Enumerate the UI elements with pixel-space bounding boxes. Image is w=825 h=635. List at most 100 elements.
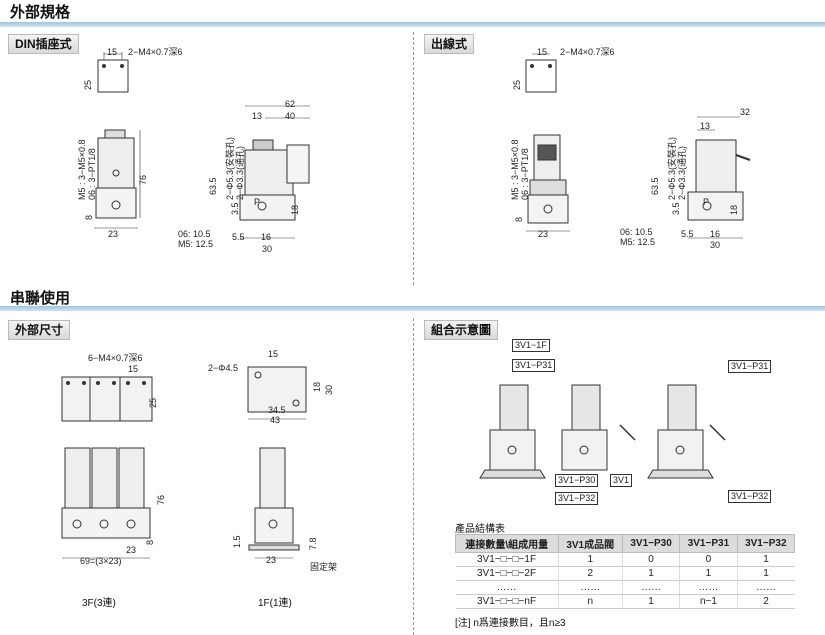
din-top-view xyxy=(97,52,129,93)
outer-height-78: 7.8 xyxy=(308,537,318,550)
wire-width-30: 30 xyxy=(710,240,721,250)
din-port-label-1: M5 : 3−M5×0.8 xyxy=(77,139,87,200)
table-header: 3V1−P32 xyxy=(736,534,796,553)
outer-d45: 2−Φ4.5 xyxy=(208,363,238,373)
din-width-40: 40 xyxy=(285,111,296,121)
din-hole-33: 2−Φ3.3(通孔) xyxy=(235,146,245,200)
wire-top-view xyxy=(525,53,557,93)
table-cell: 3V1−□−□−1F xyxy=(455,552,559,567)
wire-hole-53: 2−Φ5.3(安裝孔) xyxy=(667,137,677,200)
section-title-series: 串聯使用 xyxy=(10,290,71,307)
section-bar-series xyxy=(0,306,825,311)
table-cell: n xyxy=(557,594,623,609)
table-cell: 3V1−□−□−nF xyxy=(455,594,559,609)
din-note-06: 06: 10.5 xyxy=(178,229,211,239)
wire-height-18: 18 xyxy=(729,204,739,215)
tab-outer: 外部尺寸 xyxy=(8,320,71,340)
tab-wire: 出線式 xyxy=(424,34,475,54)
din-width-13: 13 xyxy=(252,111,263,121)
outer-width-23: 23 xyxy=(126,545,137,555)
outer-width-23b: 23 xyxy=(266,555,277,565)
outer-height-18: 18 xyxy=(312,381,322,392)
outer-height-25: 25 xyxy=(148,397,158,408)
outer-height-30: 30 xyxy=(324,384,334,395)
outer-height-15: 1.5 xyxy=(232,535,242,548)
din-width-16: 16 xyxy=(261,232,272,242)
wire-note-m5: M5: 12.5 xyxy=(620,237,656,247)
din-hole-53: 2−Φ5.3(安裝孔) xyxy=(225,137,235,200)
table-row: 3V1−□−□−1F 1 0 0 1 xyxy=(455,552,795,567)
wire-port-label-1: M5 : 3−M5×0.8 xyxy=(510,139,520,200)
din-width-62: 62 xyxy=(285,99,296,109)
wire-port-label-2: 06 : 3−PT1/8 xyxy=(520,148,530,200)
table-cell: 1 xyxy=(557,552,623,567)
table-title: 產品結構表 xyxy=(455,524,505,535)
table-row: …… …… …… …… …… xyxy=(455,580,795,595)
din-spacing-8: 8 xyxy=(84,214,94,220)
din-width-55: 5.5 xyxy=(232,232,245,242)
table-cell: 0 xyxy=(621,552,680,567)
din-note-m5: M5: 12.5 xyxy=(178,239,214,249)
combo-callout-3v1: 3V1 xyxy=(610,474,633,487)
din-front-view xyxy=(94,129,141,229)
wire-width-13: 13 xyxy=(700,121,711,131)
combo-callout-p32a: 3V1−P32 xyxy=(555,492,599,505)
outer-single-top-view xyxy=(247,366,307,420)
wire-spacing-8: 8 xyxy=(514,216,524,222)
combo-callout-p30: 3V1−P30 xyxy=(555,474,599,487)
table-cell: 2 xyxy=(736,594,795,609)
table-cell: 3V1−□−□−2F xyxy=(455,566,559,581)
table-cell: …… xyxy=(621,580,680,595)
wire-width-32: 32 xyxy=(740,107,751,117)
divider-bottom xyxy=(413,318,414,635)
outer-front-1-view xyxy=(248,447,300,559)
tab-din: DIN插座式 xyxy=(8,34,79,54)
outer-caption-1f: 1F(1連) xyxy=(258,598,292,609)
din-port-label-2: 06 : 3−PT1/8 xyxy=(87,148,97,200)
outer-height-76: 76 xyxy=(156,494,166,505)
wire-width-23: 23 xyxy=(538,229,549,239)
combo-illustration xyxy=(479,384,726,479)
table-cell: 1 xyxy=(736,552,795,567)
din-width-23: 23 xyxy=(108,229,119,239)
combo-callout-p32b: 3V1−P32 xyxy=(728,490,772,503)
table-cell: …… xyxy=(679,580,738,595)
wire-height-635: 63.5 xyxy=(650,177,660,195)
din-side-view xyxy=(239,105,310,239)
wire-top-width: 15 xyxy=(537,47,548,57)
table-cell: 0 xyxy=(679,552,738,567)
outer-front-3-view xyxy=(61,447,151,559)
wire-top-height: 25 xyxy=(512,79,522,90)
table-row: 3V1−□−□−2F 2 1 1 1 xyxy=(455,566,795,581)
combo-callout-p31a: 3V1−P31 xyxy=(512,359,556,372)
table-cell: n−1 xyxy=(679,594,738,609)
wire-width-55: 5.5 xyxy=(681,229,694,239)
table-row: 3V1−□−□−nF n 1 n−1 2 xyxy=(455,594,795,609)
table-cell: 1 xyxy=(621,566,680,581)
outer-width-69: 69=(3×23) xyxy=(80,556,122,566)
table-note: [注] n爲連接數目，且n≥3 xyxy=(455,618,566,629)
wire-note-06: 06: 10.5 xyxy=(620,227,653,237)
table-cell: 2 xyxy=(557,566,623,581)
combo-callout-1f: 3V1−1F xyxy=(512,339,550,352)
outer-spacing-8: 8 xyxy=(145,539,155,545)
wire-top-hole: 2−M4×0.7深6 xyxy=(560,47,615,57)
table-cell: 1 xyxy=(621,594,680,609)
outer-caption-3f: 3F(3連) xyxy=(82,598,116,609)
wire-side-view xyxy=(687,116,751,239)
table-header: 3V1−P30 xyxy=(621,534,681,553)
din-port-p: P xyxy=(254,197,261,207)
outer-hole-label: 6−M4×0.7深6 xyxy=(88,353,143,363)
table-cell: …… xyxy=(455,580,559,595)
din-top-hole: 2−M4×0.7深6 xyxy=(128,47,183,57)
table-header: 3V1成品閥 xyxy=(557,534,623,553)
din-height-635: 63.5 xyxy=(208,177,218,195)
combo-callout-p31b: 3V1−P31 xyxy=(728,360,772,373)
din-width-30: 30 xyxy=(262,244,273,254)
din-height-18: 18 xyxy=(290,204,300,215)
outer-width-345: 34.5 xyxy=(268,405,286,415)
wire-width-16: 16 xyxy=(710,229,721,239)
table-cell: 1 xyxy=(736,566,795,581)
table-cell: …… xyxy=(557,580,623,595)
product-structure-table: 連接數量\組成用量 3V1成品閥 3V1−P30 3V1−P31 3V1−P32… xyxy=(455,534,796,609)
